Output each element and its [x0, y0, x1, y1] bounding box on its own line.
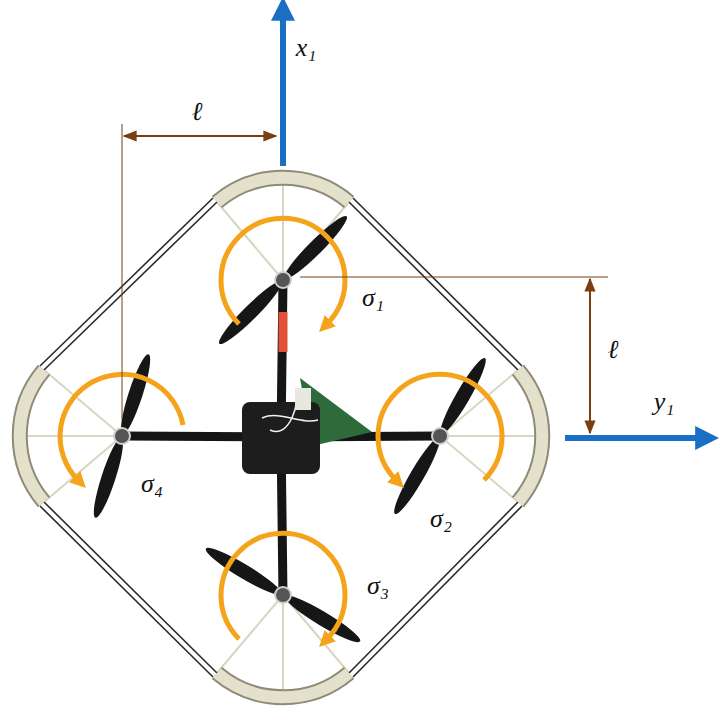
- rod: [44, 202, 217, 370]
- cage-arc: [217, 178, 349, 202]
- rotation-arrow: [378, 374, 502, 480]
- rotor-label: σ₄: [141, 471, 163, 497]
- blade: [435, 355, 491, 438]
- motor-hub: [432, 428, 448, 444]
- rotor-label: σ₃: [367, 573, 389, 599]
- blade: [214, 276, 286, 348]
- rotation-arrows: [60, 218, 502, 639]
- axis-arrow: [280, 16, 286, 166]
- rod: [353, 506, 522, 677]
- rod: [353, 198, 522, 366]
- arms: [122, 280, 440, 595]
- dimension-label: ℓ: [192, 99, 203, 125]
- rod: [44, 502, 217, 673]
- spoke: [20, 435, 122, 437]
- propeller: [214, 211, 351, 348]
- dimension-arrow: [124, 135, 276, 137]
- rotation-arrow: [221, 533, 345, 639]
- dimension-label: ℓ: [608, 337, 619, 363]
- extension-line: [122, 124, 123, 420]
- rod: [349, 502, 518, 673]
- spoke: [217, 595, 283, 673]
- motor-hub: [275, 587, 291, 603]
- rotation-arrow: [221, 218, 345, 324]
- cage-arc: [20, 370, 44, 502]
- blade: [281, 590, 364, 647]
- axis-label: y₁: [654, 389, 675, 415]
- blade: [202, 543, 285, 600]
- body-axes: [283, 16, 700, 438]
- blade: [279, 211, 351, 283]
- spoke: [440, 436, 518, 502]
- axis-label: x₁: [296, 35, 317, 61]
- spoke: [282, 178, 284, 280]
- spoke: [440, 435, 542, 437]
- cage-arc: [518, 370, 542, 502]
- frame-spokes: [20, 178, 542, 697]
- frame-rods: [40, 198, 522, 677]
- central-body: [242, 402, 320, 474]
- propeller: [202, 543, 364, 648]
- motor-hub: [275, 272, 291, 288]
- rotor-label: σ₂: [430, 506, 452, 532]
- dimension-arrow: [589, 279, 591, 433]
- propeller: [389, 355, 491, 518]
- spoke: [217, 202, 283, 280]
- cage-arc: [217, 673, 349, 697]
- rotor-label: σ₁: [362, 285, 384, 311]
- arm-marker: [279, 312, 288, 352]
- dimensions: [122, 124, 608, 433]
- rod: [40, 198, 213, 366]
- blade: [389, 434, 445, 517]
- cage-arc: [20, 370, 44, 502]
- spoke: [44, 370, 122, 436]
- cage-arc-fill: [20, 178, 542, 697]
- motor-hubs: [114, 272, 448, 603]
- rod: [349, 202, 518, 370]
- blade: [89, 436, 128, 520]
- rod: [40, 506, 213, 677]
- cage-arc-outline: [20, 178, 542, 697]
- cage-arc: [217, 178, 349, 202]
- extension-line: [300, 277, 608, 278]
- spoke: [282, 595, 284, 697]
- motor-hub: [114, 428, 130, 444]
- cage-arc: [217, 673, 349, 697]
- component: [295, 388, 311, 410]
- protective-cage: [20, 178, 542, 697]
- axis-arrow: [565, 435, 700, 441]
- cage-arc: [518, 370, 542, 502]
